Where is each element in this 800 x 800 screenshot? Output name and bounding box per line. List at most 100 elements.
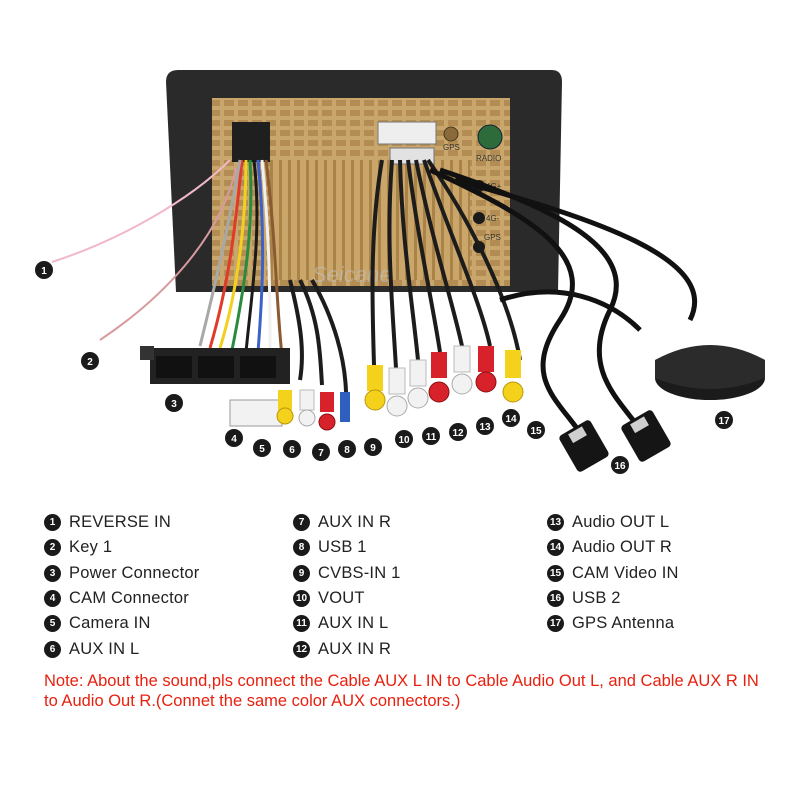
- callout-label: 14: [505, 414, 517, 425]
- callout-badge: [449, 423, 467, 441]
- legend-item: 15 CAM Video IN: [547, 561, 679, 586]
- radio-port-label: RADIO: [476, 154, 501, 163]
- legend-number: 7: [293, 514, 310, 532]
- installation-note: Note: About the sound,pls connect the Ca…: [44, 672, 759, 710]
- callout-badge: [502, 409, 520, 427]
- legend-label: VOUT: [318, 589, 365, 608]
- head-unit: GPS RADIO 4G+ 4G- GPS Seicane: [166, 70, 562, 292]
- legend-item: 11 AUX IN L: [293, 611, 401, 636]
- gps-antenna: [655, 345, 765, 400]
- legend-number: 5: [44, 615, 61, 633]
- callout-label: 11: [426, 432, 437, 443]
- callout-badge: [476, 417, 494, 435]
- legend-item: 16 USB 2: [547, 586, 679, 611]
- legend-label: USB 2: [572, 589, 621, 608]
- legend-number: 16: [547, 590, 564, 608]
- callout-label: 4: [231, 434, 237, 445]
- legend-label: Key 1: [69, 538, 113, 557]
- legend-item: 9 CVBS-IN 1: [293, 561, 401, 586]
- legend-number: 1: [44, 514, 61, 532]
- legend-item: 5 Camera IN: [44, 611, 199, 636]
- legend-number: 10: [293, 590, 310, 608]
- legend-label: Audio OUT L: [572, 513, 670, 532]
- legend-item: 7 AUX IN R: [293, 510, 401, 535]
- callout-badge: [611, 456, 629, 474]
- legend-label: AUX IN R: [318, 639, 392, 658]
- callout-label: 9: [370, 443, 376, 454]
- legend-label: CAM Video IN: [572, 563, 679, 582]
- legend-number: 6: [44, 640, 61, 658]
- callout-badge: [165, 394, 183, 412]
- callout-label: 13: [479, 422, 491, 433]
- key1-wire: [99, 167, 237, 341]
- legend-number: 8: [293, 539, 310, 557]
- legend-number: 9: [293, 564, 310, 582]
- legend-item: 1 REVERSE IN: [44, 510, 199, 535]
- 4g-minus-port-icon: [473, 212, 485, 224]
- legend-label: Audio OUT R: [572, 538, 673, 557]
- callout-label: 10: [398, 435, 410, 446]
- legend-item: 17 GPS Antenna: [547, 611, 679, 636]
- callout-label: 12: [452, 428, 464, 439]
- callout-badge: [395, 430, 413, 448]
- callout-badge: [338, 440, 356, 458]
- callout-badge: [715, 411, 733, 429]
- legend-number: 11: [293, 615, 310, 633]
- 4g-minus-label: 4G-: [486, 214, 500, 223]
- callout-badge: [312, 443, 330, 461]
- legend-label: AUX IN R: [318, 513, 392, 532]
- legend-label: AUX IN L: [69, 639, 140, 658]
- brand-watermark: Seicane: [312, 262, 392, 287]
- legend-number: 15: [547, 564, 564, 582]
- legend-item: 14 Audio OUT R: [547, 535, 679, 560]
- 4g-plus-label: 4G+: [486, 182, 502, 191]
- cooling-fins: [270, 160, 470, 280]
- callout-label: 16: [614, 461, 626, 472]
- usb-gps-cables: [428, 167, 698, 442]
- legend-number: 2: [44, 539, 61, 557]
- legend-label: CVBS-IN 1: [318, 563, 401, 582]
- callout-label: 3: [171, 399, 177, 410]
- rca-cables: [288, 158, 522, 393]
- rca-plugs-main: [364, 345, 524, 417]
- legend-label: GPS Antenna: [572, 614, 675, 633]
- rca-plugs-left: [276, 389, 350, 431]
- legend-label: REVERSE IN: [69, 513, 171, 532]
- callout-label: 2: [87, 357, 93, 368]
- usb1-plug: [340, 392, 350, 422]
- callout-badge: [527, 421, 545, 439]
- callout-label: 5: [259, 444, 265, 455]
- callout-label: 6: [289, 445, 295, 456]
- radio-port-icon: [477, 124, 503, 150]
- legend-label: Power Connector: [69, 563, 200, 582]
- callout-badge: [283, 440, 301, 458]
- callout-label: 7: [318, 448, 324, 459]
- legend-item: 2 Key 1: [44, 535, 199, 560]
- callout-label: 15: [530, 426, 542, 437]
- legend-number: 14: [547, 539, 564, 557]
- legend-item: 12 AUX IN R: [293, 636, 401, 661]
- legend-label: CAM Connector: [69, 589, 189, 608]
- callout-badge: [253, 439, 271, 457]
- legend-label: Camera IN: [69, 614, 151, 633]
- gps-lower-label: GPS: [484, 233, 501, 242]
- legend-number: 17: [547, 615, 564, 633]
- legend-number: 4: [44, 590, 61, 608]
- gps-port-label: GPS: [443, 143, 460, 152]
- legend-label: AUX IN L: [318, 614, 389, 633]
- power-connector: [140, 346, 290, 384]
- wire-harness: [198, 159, 284, 357]
- callout-badge: [422, 427, 440, 445]
- cam-connector: [229, 399, 283, 427]
- gps-port-icon: [443, 126, 459, 142]
- callouts: 1 2 3 4 5 6 7 8 9 10 11 12 13 14 15 16 1…: [35, 261, 733, 474]
- callout-label: 17: [718, 416, 730, 427]
- legend-item: 6 AUX IN L: [44, 636, 199, 661]
- power-socket: [232, 122, 270, 162]
- legend-number: 12: [293, 640, 310, 658]
- usb2-connectors: [559, 410, 671, 472]
